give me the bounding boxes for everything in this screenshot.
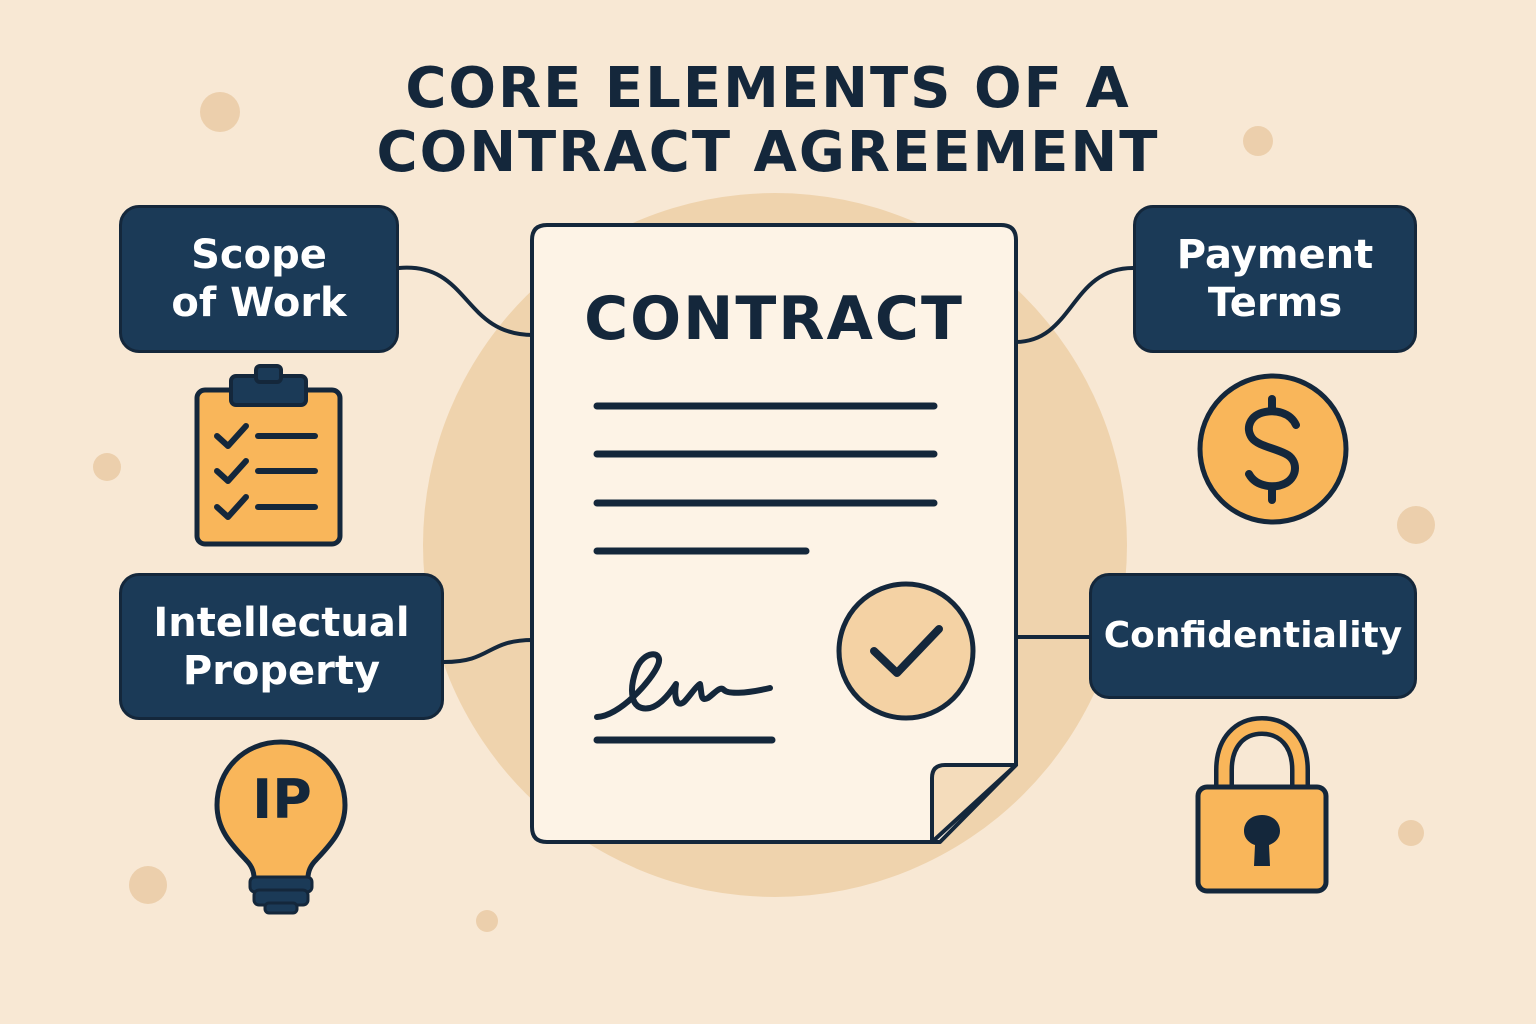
decorative-dots xyxy=(93,92,1435,932)
checkmark-seal-icon xyxy=(836,581,976,721)
document-text-lines xyxy=(593,402,938,744)
contract-heading: CONTRACT xyxy=(584,284,964,354)
dollar-coin-icon xyxy=(1197,373,1349,525)
connector-payment xyxy=(1013,266,1135,344)
confidentiality-label: Confidentiality xyxy=(1103,615,1403,657)
connector-scope xyxy=(397,265,535,337)
padlock-icon xyxy=(1195,715,1329,894)
connector-lines xyxy=(397,265,1135,664)
page-title-line-1: CORE ELEMENTS OF A xyxy=(405,56,1131,121)
payment-terms-box: Payment Terms xyxy=(1133,205,1417,353)
confidentiality-box: Confidentiality xyxy=(1089,573,1417,699)
keyhole-icon xyxy=(1244,815,1280,866)
signature-icon xyxy=(594,651,773,720)
scope-of-work-label-line-2: of Work xyxy=(171,280,347,326)
payment-terms-label-line-1: Payment xyxy=(1176,232,1374,278)
scope-of-work-label-line-1: Scope xyxy=(191,232,327,278)
contract-document xyxy=(530,223,1018,844)
payment-terms-label-line-2: Terms xyxy=(1207,280,1343,326)
folded-corner-icon xyxy=(930,763,1018,844)
intellectual-property-label-line-1: Intellectual xyxy=(153,599,410,646)
intellectual-property-box: Intellectual Property xyxy=(119,573,444,720)
connector-ip xyxy=(442,638,535,664)
lightbulb-ip-text: IP xyxy=(252,768,312,831)
lightbulb-icon xyxy=(214,739,348,915)
intellectual-property-label-line-2: Property xyxy=(182,647,381,694)
page-title-line-2: CONTRACT AGREEMENT xyxy=(376,120,1160,185)
clipboard-checklist-icon xyxy=(194,364,343,547)
scope-of-work-box: Scope of Work xyxy=(119,205,399,353)
